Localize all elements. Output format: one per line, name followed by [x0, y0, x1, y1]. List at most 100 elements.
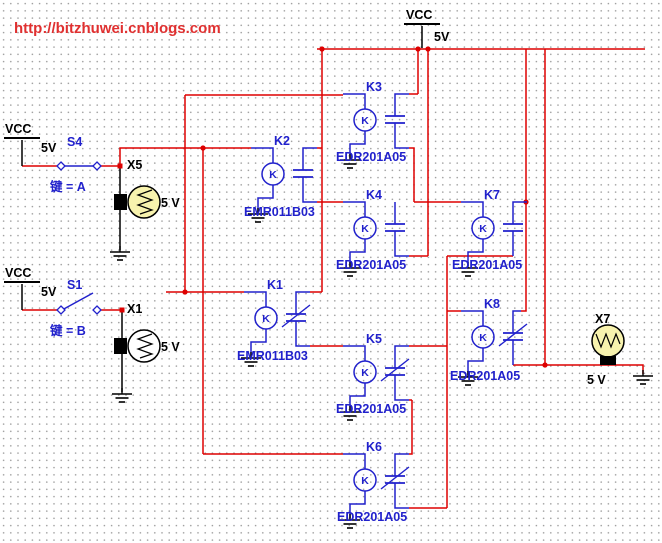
ground-k5[interactable] — [340, 406, 360, 421]
lamp-x1[interactable] — [114, 329, 161, 363]
ground-k8[interactable] — [458, 371, 478, 386]
junction-dot — [425, 46, 431, 52]
relay-k1-part[interactable]: EMR011B03 — [237, 349, 308, 363]
relay-k3-part[interactable]: EDR201A05 — [336, 150, 406, 164]
lamp-x1-rating[interactable]: 5 V — [161, 340, 180, 354]
ground-k7[interactable] — [458, 262, 478, 277]
junction-dot — [542, 362, 548, 368]
switch-s4-key[interactable]: 键 = A — [49, 179, 86, 194]
contact-bottom-lead — [295, 321, 310, 347]
wire-red-9[interactable] — [409, 400, 413, 455]
coil-circle — [353, 216, 377, 240]
switch-terminal — [56, 305, 66, 315]
filament-zigzag — [136, 333, 154, 359]
coil-circle — [353, 360, 377, 384]
ground-k1[interactable] — [241, 352, 261, 367]
ground-k3[interactable] — [340, 154, 360, 169]
ground-k6[interactable] — [340, 514, 360, 529]
filament-zigzag — [136, 189, 154, 215]
contact-top-lead — [394, 453, 409, 476]
vcc-a-volt[interactable]: 5V — [41, 141, 57, 155]
ground-k4[interactable] — [340, 262, 360, 277]
relay-k3-label[interactable]: K3 — [366, 80, 382, 94]
vcc-top-volt[interactable]: 5V — [434, 30, 450, 44]
coil-bottom-lead — [250, 329, 267, 356]
vcc-a-label[interactable]: VCC — [5, 122, 31, 136]
relay-coil-letter: K — [361, 367, 369, 379]
lamp-x5[interactable] — [114, 185, 161, 219]
switch-s1[interactable] — [56, 292, 102, 315]
relay-k6-part[interactable]: EDR201A05 — [337, 510, 407, 524]
relay-k4-part[interactable]: EDR201A05 — [336, 258, 406, 272]
switch-terminal — [56, 161, 66, 171]
coil-bottom-lead — [349, 491, 366, 518]
relay-k6-label[interactable]: K6 — [366, 440, 382, 454]
relay-k5-part[interactable]: EDR201A05 — [336, 402, 406, 416]
ground-x7[interactable] — [633, 370, 653, 385]
relay-k6[interactable]: K — [343, 453, 410, 518]
relay-coil-letter: K — [361, 223, 369, 235]
switch-s1-key[interactable]: 键 = B — [49, 323, 86, 338]
junction-dot — [319, 46, 325, 52]
contact-top-lead — [512, 310, 521, 333]
coil-top-lead — [251, 147, 274, 163]
relay-k5[interactable]: K — [343, 345, 410, 410]
bulb-base — [600, 356, 616, 365]
ground-k2[interactable] — [248, 208, 268, 223]
coil-top-lead — [343, 201, 366, 217]
switch-blade — [61, 292, 94, 311]
wire-red-13[interactable] — [119, 147, 251, 166]
lamp-x5-label[interactable]: X5 — [127, 158, 142, 172]
relay-k3[interactable]: K — [343, 93, 409, 158]
vcc-b-volt[interactable]: 5V — [41, 285, 57, 299]
filament-zigzag — [595, 332, 621, 349]
relay-k2-label[interactable]: K2 — [274, 134, 290, 148]
relay-k2-part[interactable]: EMR011B03 — [244, 205, 315, 219]
relay-k7[interactable]: K — [461, 201, 527, 266]
wire-red-5[interactable] — [521, 49, 527, 312]
contact-top-lead — [302, 147, 317, 170]
coil-circle — [353, 108, 377, 132]
relay-k7-label[interactable]: K7 — [484, 188, 500, 202]
relay-k8-part[interactable]: EDR201A05 — [450, 369, 520, 383]
wire-red-10[interactable] — [409, 147, 415, 202]
lamp-x7[interactable] — [591, 324, 625, 365]
relay-k4[interactable]: K — [343, 201, 409, 266]
relay-k8[interactable]: K — [461, 310, 528, 375]
relay-k2[interactable]: K — [251, 147, 317, 212]
switch-s4[interactable] — [56, 161, 102, 171]
normally-closed-slash — [380, 358, 410, 382]
junction-dot — [182, 289, 188, 295]
coil-top-lead — [244, 291, 267, 307]
lamp-x7-label[interactable]: X7 — [595, 312, 610, 326]
relay-coil-letter: K — [262, 313, 270, 325]
relay-k5-label[interactable]: K5 — [366, 332, 382, 346]
ground-x1[interactable] — [112, 388, 132, 403]
relay-k1-label[interactable]: K1 — [267, 278, 283, 292]
coil-bottom-lead — [257, 185, 274, 212]
coil-bottom-lead — [467, 348, 484, 375]
junction-dot — [200, 145, 206, 151]
relay-k4-label[interactable]: K4 — [366, 188, 382, 202]
relay-k1[interactable]: K — [244, 291, 311, 356]
switch-s1-label[interactable]: S1 — [67, 278, 82, 292]
coil-circle — [471, 216, 495, 240]
coil-top-lead — [461, 201, 484, 217]
switch-s4-label[interactable]: S4 — [67, 135, 82, 149]
coil-bottom-lead — [467, 239, 484, 266]
relay-coil-letter: K — [479, 223, 487, 235]
relay-k7-part[interactable]: EDR201A05 — [452, 258, 522, 272]
lamp-x5-rating[interactable]: 5 V — [161, 196, 180, 210]
coil-top-lead — [343, 345, 366, 361]
vcc-b-label[interactable]: VCC — [5, 266, 31, 280]
switch-terminal — [92, 161, 102, 171]
relay-k8-label[interactable]: K8 — [484, 297, 500, 311]
lamp-x7-rating[interactable]: 5 V — [587, 373, 606, 387]
bulb-base — [114, 338, 127, 354]
watermark-url: http://bitzhuwei.cnblogs.com — [14, 20, 221, 37]
ground-x5[interactable] — [110, 246, 130, 261]
vcc-top-label[interactable]: VCC — [406, 8, 432, 22]
lamp-x1-label[interactable]: X1 — [127, 302, 142, 316]
